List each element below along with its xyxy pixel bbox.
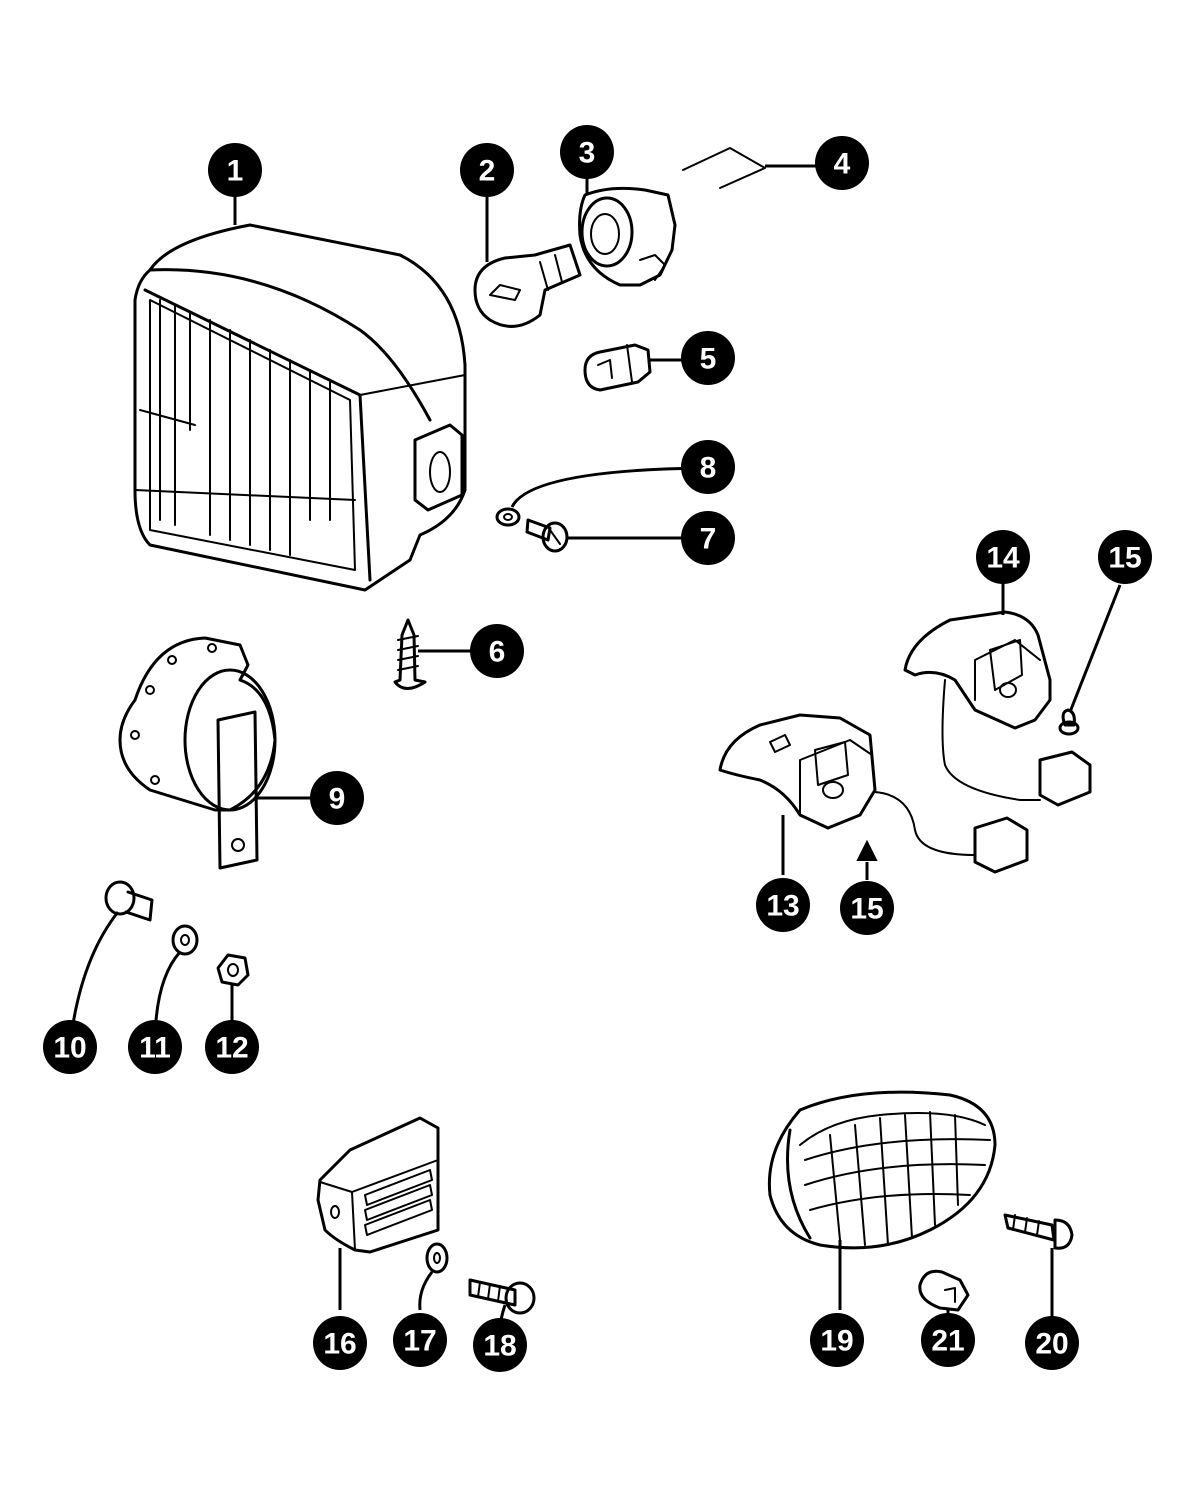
callout-5: 5 [681, 331, 735, 385]
svg-text:6: 6 [489, 636, 506, 669]
callout-1: 1 [208, 143, 262, 197]
svg-text:5: 5 [700, 343, 717, 376]
socket-part [578, 186, 677, 287]
callout-2: 2 [460, 143, 514, 197]
washer-part [495, 507, 521, 527]
callout-13: 13 [756, 878, 810, 932]
callout-16: 16 [313, 1316, 367, 1370]
nut-part [216, 953, 250, 987]
callout-15-upper: 15 [1098, 530, 1152, 584]
bulb-part [473, 243, 582, 328]
screw-small-lower-part [856, 839, 878, 861]
tail-lamp-part [767, 1090, 997, 1250]
washer-small-part [171, 924, 199, 956]
bolt-part [525, 518, 569, 553]
callout-7: 7 [681, 511, 735, 565]
bolt-regulator-part [468, 1278, 536, 1315]
headlight-part [133, 223, 467, 592]
svg-text:18: 18 [483, 1330, 516, 1363]
svg-text:8: 8 [700, 452, 717, 485]
spring-clip-part [682, 147, 766, 189]
tail-screw-part [1003, 1213, 1074, 1250]
leader-8 [510, 466, 706, 508]
callout-9: 9 [310, 771, 364, 825]
leader-15a [1068, 584, 1122, 713]
callout-14: 14 [976, 530, 1030, 584]
callout-17: 17 [393, 1313, 447, 1367]
svg-text:10: 10 [53, 1032, 86, 1065]
svg-text:15: 15 [850, 893, 883, 926]
callout-3: 3 [560, 125, 614, 179]
svg-text:17: 17 [403, 1325, 436, 1358]
callout-8: 8 [681, 440, 735, 494]
switch-housing-right-part [903, 610, 1092, 807]
callout-6: 6 [470, 624, 524, 678]
switch-housing-left-part [718, 713, 1029, 874]
svg-text:16: 16 [323, 1328, 356, 1361]
svg-text:1: 1 [227, 155, 244, 188]
callout-11: 11 [128, 1020, 182, 1074]
svg-text:9: 9 [329, 783, 346, 816]
callout-10: 10 [43, 1020, 97, 1074]
screw-small-upper-part [1058, 708, 1080, 736]
svg-text:11: 11 [139, 1032, 171, 1065]
svg-text:20: 20 [1035, 1328, 1068, 1361]
svg-text:13: 13 [766, 890, 799, 923]
callout-15-lower: 15 [840, 881, 894, 935]
callout-4: 4 [815, 136, 869, 190]
callout-20: 20 [1025, 1316, 1079, 1370]
tail-bulb-part [918, 1269, 970, 1312]
svg-text:21: 21 [931, 1325, 964, 1358]
svg-text:7: 7 [700, 523, 717, 556]
svg-text:19: 19 [820, 1325, 853, 1358]
callout-18: 18 [473, 1318, 527, 1372]
svg-text:4: 4 [834, 148, 851, 181]
svg-text:12: 12 [215, 1032, 248, 1065]
horn-part [118, 636, 277, 870]
callout-12: 12 [205, 1020, 259, 1074]
regulator-part [316, 1116, 440, 1254]
svg-text:3: 3 [579, 137, 596, 170]
screw-part [393, 618, 427, 690]
callout-19: 19 [810, 1313, 864, 1367]
callout-21: 21 [921, 1313, 975, 1367]
washer-regulator-part [425, 1242, 449, 1274]
bolt-small-part [104, 880, 154, 922]
svg-text:2: 2 [479, 155, 496, 188]
leader-17 [418, 1271, 434, 1311]
svg-text:15: 15 [1108, 542, 1141, 575]
svg-text:14: 14 [986, 542, 1020, 575]
small-bulb-part [583, 343, 652, 392]
